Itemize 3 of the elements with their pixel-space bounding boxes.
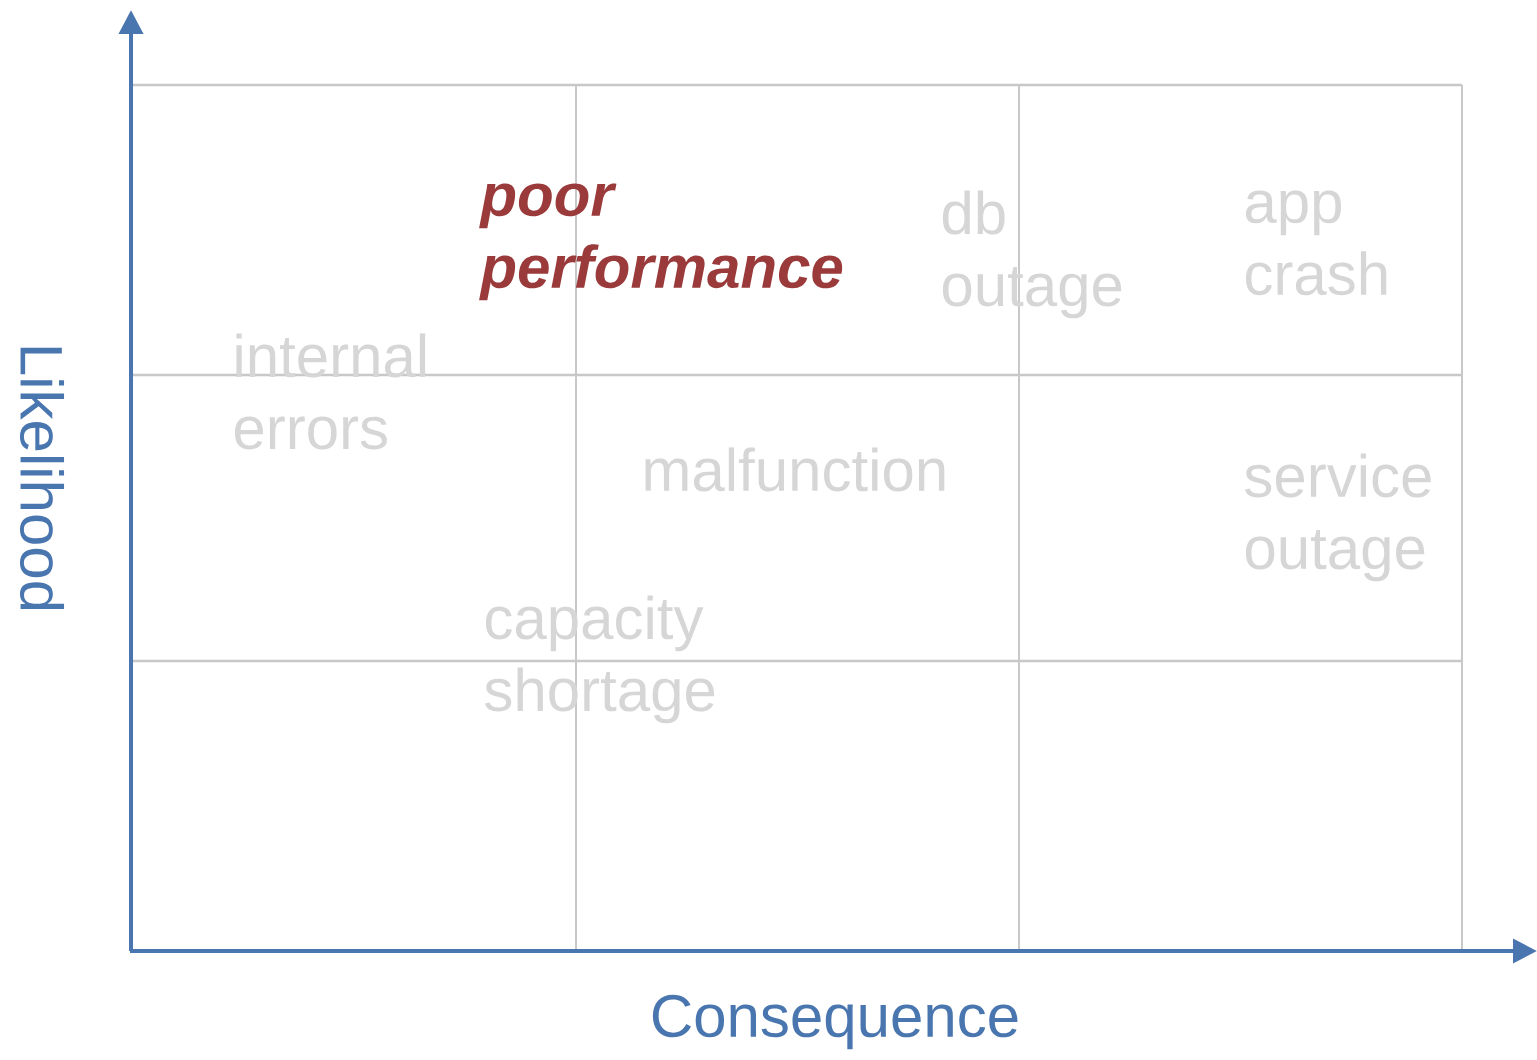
axis-title: Likelihood — [19, 347, 65, 610]
axis-title: Consequence — [652, 994, 1018, 1050]
risk-label: poor performance — [479, 183, 843, 301]
